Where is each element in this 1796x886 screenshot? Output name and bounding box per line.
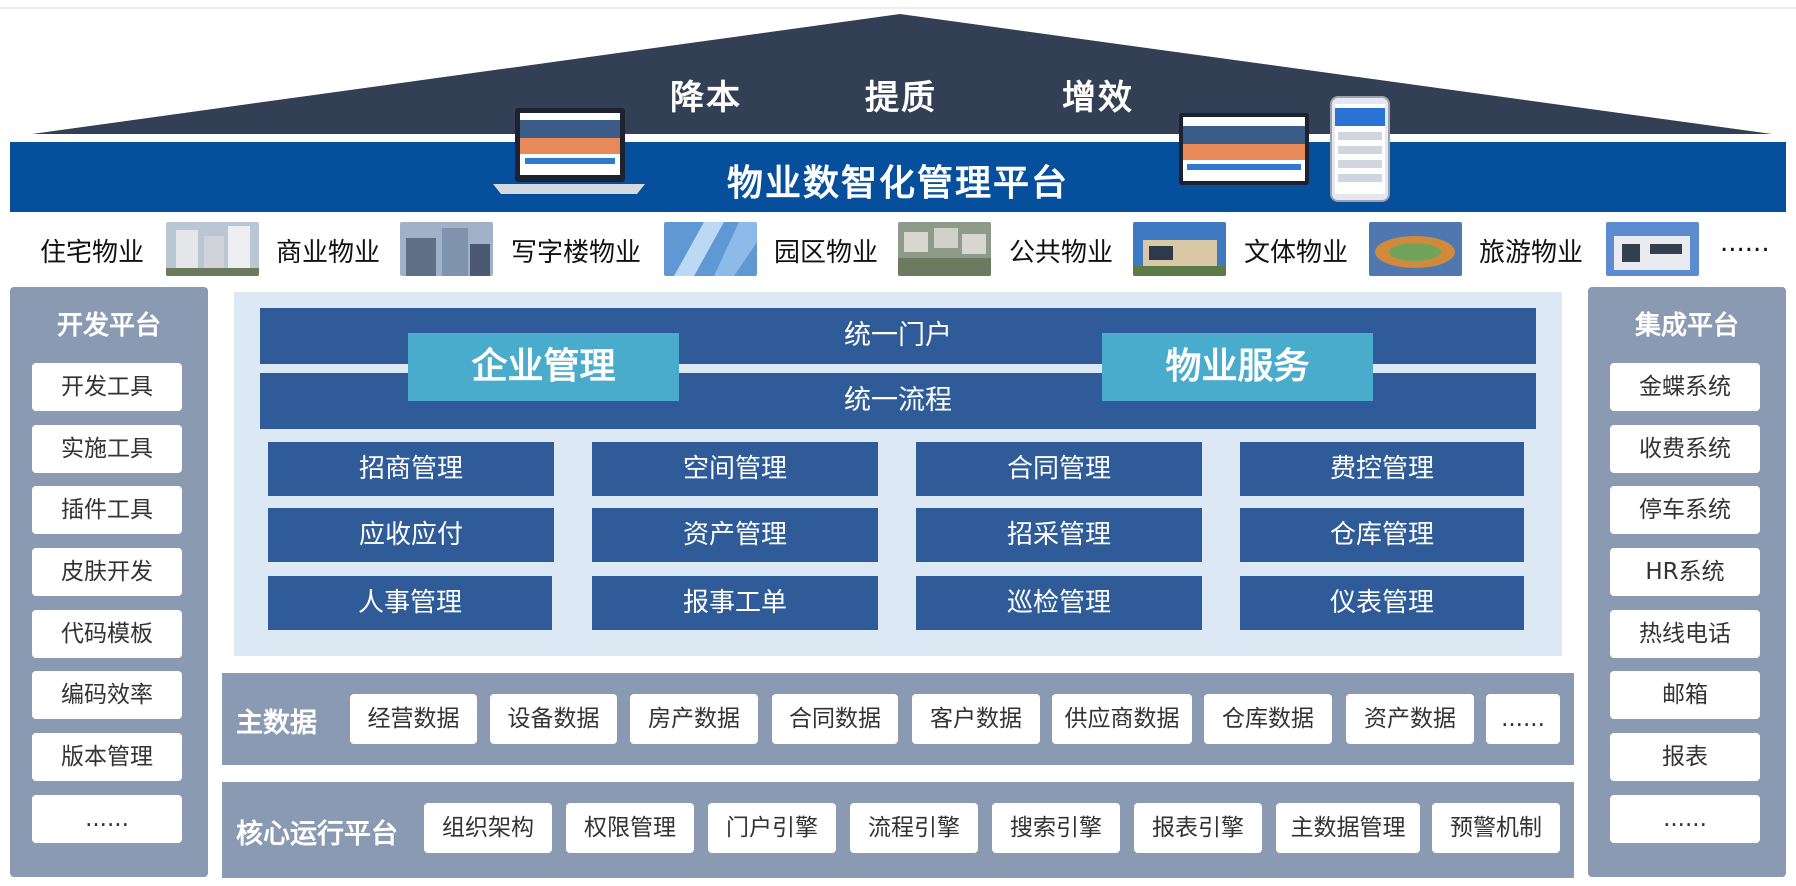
core-platform-label: 核心运行平台	[236, 819, 398, 850]
integration-item-mailbox: 邮箱	[1610, 671, 1760, 719]
dev-platform-panel: 开发平台 开发工具 实施工具 插件工具 皮肤开发 代码模板 编码效率 版本管理 …	[10, 287, 208, 877]
property-types-row: 住宅物业 商业物业 写字楼物业 园区物业 公共物业 文体物业 旅游物业 ....…	[0, 220, 1796, 280]
integration-item-kingdee: 金蝶系统	[1610, 363, 1760, 411]
property-service-box: 物业服务	[1102, 333, 1373, 401]
module-inspection-mgmt: 巡检管理	[916, 576, 1202, 630]
master-data-contract: 合同数据	[772, 694, 898, 744]
dev-item-dev-tools: 开发工具	[32, 363, 182, 411]
slogan-quality: 提质	[865, 78, 937, 118]
integration-item-billing: 收费系统	[1610, 425, 1760, 473]
core-platform-band: 核心运行平台 组织架构 权限管理 门户引擎 流程引擎 搜索引擎 报表引擎 主数据…	[222, 782, 1574, 878]
core-permission-mgmt: 权限管理	[566, 803, 694, 853]
module-contract-mgmt: 合同管理	[916, 442, 1202, 496]
integration-item-hotline: 热线电话	[1610, 610, 1760, 658]
core-process-engine: 流程引擎	[850, 803, 978, 853]
module-work-order: 报事工单	[592, 576, 878, 630]
core-alert-mechanism: 预警机制	[1432, 803, 1560, 853]
property-type-park: 园区物业	[774, 238, 879, 268]
module-procurement-mgmt: 招采管理	[916, 508, 1202, 562]
dev-item-coding-efficiency: 编码效率	[32, 671, 182, 719]
dev-item-plugin-tools: 插件工具	[32, 486, 182, 534]
platform-title: 物业数智化管理平台	[726, 163, 1069, 204]
dev-platform-title: 开发平台	[56, 311, 161, 341]
master-data-customer: 客户数据	[912, 694, 1040, 744]
industrial-park-icon	[898, 222, 991, 276]
property-type-residential: 住宅物业	[40, 238, 145, 268]
residential-building-icon	[166, 222, 259, 276]
module-investment-mgmt: 招商管理	[268, 442, 554, 496]
property-type-sports-culture: 文体物业	[1244, 238, 1349, 268]
master-data-band: 主数据 经营数据 设备数据 房产数据 合同数据 客户数据 供应商数据 仓库数据 …	[222, 673, 1574, 765]
slogan-cost-reduction: 降本	[670, 78, 742, 118]
dev-item-skin-dev: 皮肤开发	[32, 548, 182, 596]
master-data-label: 主数据	[236, 708, 317, 739]
master-data-property: 房产数据	[630, 694, 758, 744]
office-tower-icon	[664, 222, 757, 276]
module-meter-mgmt: 仪表管理	[1240, 576, 1524, 630]
tourism-building-icon	[1606, 222, 1699, 276]
property-type-commercial: 商业物业	[276, 238, 381, 268]
public-building-icon	[1133, 222, 1226, 276]
core-master-data-mgmt: 主数据管理	[1276, 803, 1420, 853]
dev-item-impl-tools: 实施工具	[32, 425, 182, 473]
monitor-icon	[1179, 113, 1309, 185]
enterprise-management-box: 企业管理	[408, 333, 679, 401]
core-search-engine: 搜索引擎	[992, 803, 1120, 853]
module-expense-control-mgmt: 费控管理	[1240, 442, 1524, 496]
property-type-office: 写字楼物业	[511, 238, 642, 268]
master-data-more: ......	[1486, 694, 1560, 744]
master-data-supplier: 供应商数据	[1052, 694, 1192, 744]
module-asset-mgmt: 资产管理	[592, 508, 878, 562]
core-org-structure: 组织架构	[424, 803, 552, 853]
module-space-mgmt: 空间管理	[592, 442, 878, 496]
dev-item-version-mgmt: 版本管理	[32, 733, 182, 781]
property-type-public: 公共物业	[1009, 238, 1114, 268]
core-report-engine: 报表引擎	[1134, 803, 1262, 853]
commercial-building-icon	[400, 222, 493, 276]
laptop-icon	[493, 108, 645, 194]
master-data-warehouse: 仓库数据	[1204, 694, 1332, 744]
slogan-efficiency: 增效	[1062, 78, 1134, 118]
integration-item-parking: 停车系统	[1610, 486, 1760, 534]
property-type-tourism: 旅游物业	[1479, 238, 1584, 268]
platform-banner: 物业数智化管理平台	[10, 142, 1786, 212]
integration-item-more: ......	[1610, 795, 1760, 843]
master-data-equipment: 设备数据	[490, 694, 617, 744]
property-type-more: ......	[1720, 228, 1770, 258]
phone-icon	[1330, 96, 1390, 202]
master-data-asset: 资产数据	[1346, 694, 1474, 744]
integration-item-report: 报表	[1610, 733, 1760, 781]
dev-item-more: ......	[32, 795, 182, 843]
master-data-business: 经营数据	[350, 694, 477, 744]
core-portal-engine: 门户引擎	[708, 803, 836, 853]
module-receivable-payable: 应收应付	[268, 508, 554, 562]
integration-platform-panel: 集成平台 金蝶系统 收费系统 停车系统 HR系统 热线电话 邮箱 报表 ....…	[1588, 287, 1786, 877]
integration-platform-title: 集成平台	[1634, 311, 1739, 341]
module-warehouse-mgmt: 仓库管理	[1240, 508, 1524, 562]
dev-item-code-template: 代码模板	[32, 610, 182, 658]
integration-item-hr: HR系统	[1610, 548, 1760, 596]
stadium-icon	[1369, 222, 1462, 276]
module-hr-mgmt: 人事管理	[268, 576, 552, 630]
